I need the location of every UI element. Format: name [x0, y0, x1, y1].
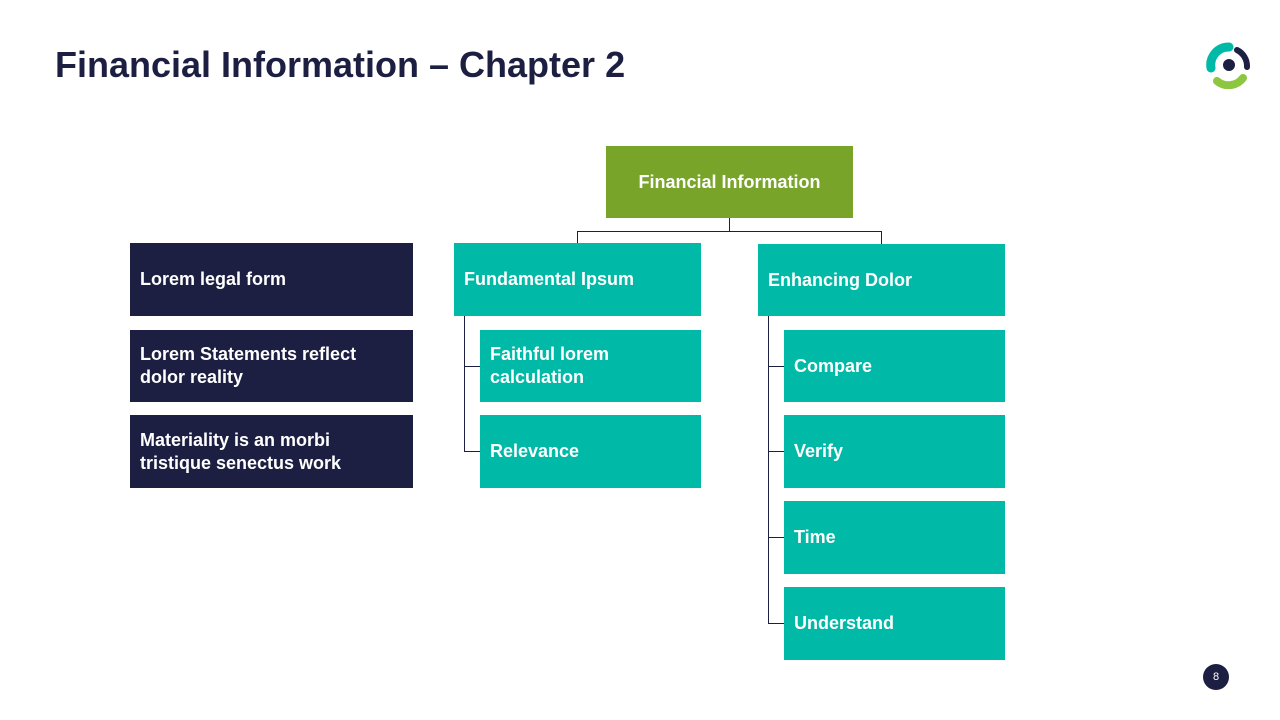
diagram-root-node: Financial Information — [606, 146, 853, 218]
left-panel-item: Lorem legal form — [130, 243, 413, 316]
left-panel-item: Materiality is an morbi tristique senect… — [130, 415, 413, 488]
slide-title: Financial Information – Chapter 2 — [55, 44, 626, 85]
branch-node-enhancing: Enhancing Dolor — [758, 244, 1005, 316]
page-number-badge: 8 — [1203, 664, 1229, 690]
child-node-faithful-calculation: Faithful lorem calculation — [480, 330, 701, 402]
child-node-verify: Verify — [784, 415, 1005, 488]
company-logo — [1206, 42, 1250, 89]
left-panel-item: Lorem Statements reflect dolor reality — [130, 330, 413, 402]
child-node-understand: Understand — [784, 587, 1005, 660]
child-node-relevance: Relevance — [480, 415, 701, 488]
child-node-time: Time — [784, 501, 1005, 574]
branch-node-fundamental: Fundamental Ipsum — [454, 243, 701, 316]
child-node-compare: Compare — [784, 330, 1005, 402]
